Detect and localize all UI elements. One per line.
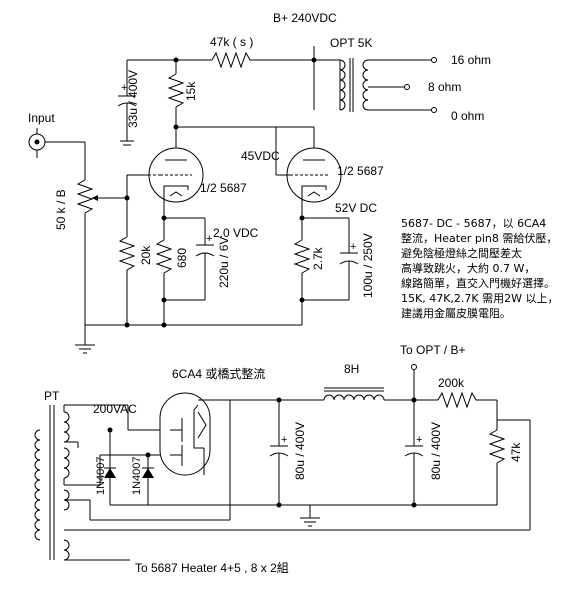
svg-text:+: +: [281, 434, 287, 446]
diode-2-label: 1N4007: [131, 456, 143, 495]
cathode-network-1: +: [155, 215, 215, 325]
input-label: Input: [28, 111, 55, 125]
tube-2-label: 1/2 5687: [337, 164, 384, 178]
supply-voltage-label: B+ 240VDC: [273, 11, 337, 25]
note-line: 15K, 47K,2.7K 需用2W 以上，: [401, 292, 559, 305]
tube-2: [275, 127, 342, 218]
rectifier-tube-6ca4: [64, 392, 231, 521]
note-line: 線路簡單，直交入門機好選擇。: [401, 277, 555, 290]
note-line: 高導致跳火，大約 0.7 W，: [401, 262, 536, 275]
capacitor-100u-label: 100u / 250V: [361, 233, 375, 298]
output-8ohm-label: 8 ohm: [428, 80, 461, 94]
resistor-15k: [167, 60, 315, 160]
ground-rail: [75, 320, 302, 354]
output-transformer: [339, 57, 437, 113]
power-supply-rail: [230, 364, 506, 505]
capacitor-80u-1-label: 80u / 400V: [293, 422, 307, 480]
filter-capacitor-1: +: [269, 400, 289, 505]
capacitor-220u-label: 220u / 6V: [217, 237, 231, 288]
resistor-47k-bleeder-label: 47k: [509, 442, 523, 462]
diode-1-label: 1N4007: [95, 456, 107, 495]
pt-label: PT: [44, 389, 60, 403]
svg-text:+: +: [350, 241, 356, 253]
output-0ohm-label: 0 ohm: [451, 109, 484, 123]
note-line: 建議用金屬皮膜電阻。: [401, 307, 511, 320]
cathode-network-2: +: [293, 215, 359, 325]
potentiometer-50k: [76, 142, 127, 320]
capacitor-33u: +: [117, 60, 137, 146]
psu-ground: [276, 502, 497, 527]
resistor-680-label: 680: [175, 248, 189, 268]
note-line: 避免陰極燈絲之間壓差太: [401, 247, 522, 260]
voltage-45v-label: 45VDC: [241, 149, 280, 163]
svg-text:+: +: [206, 233, 212, 245]
tube-1-label: 1/2 5687: [200, 181, 247, 195]
to-opt-label: To OPT / B+: [400, 343, 465, 357]
output-16ohm-label: 16 ohm: [451, 53, 491, 67]
filter-capacitor-2: +: [404, 400, 424, 505]
heater-label: To 5687 Heater 4+5 , 8 x 2組: [135, 561, 289, 575]
resistor-2.7k-label: 2.7k: [311, 246, 325, 270]
capacitor-80u-2-label: 80u / 400V: [429, 422, 443, 480]
input-jack: [28, 128, 85, 158]
supply-rail: [127, 46, 341, 110]
voltage-200vac-label: 200VAC: [93, 402, 137, 416]
svg-text:+: +: [416, 434, 422, 446]
resistor-200k-label: 200k: [438, 376, 465, 390]
resistor-47k-series-label: 47k ( s ): [210, 35, 253, 49]
svg-text:+: +: [121, 82, 127, 94]
resistor-47k-series: [211, 51, 252, 69]
voltage-2v-label: 2.0 VDC: [213, 226, 259, 240]
note-line: 整流，Heater pin8 需給伏壓，: [401, 232, 558, 245]
resistor-20k-label: 20k: [139, 245, 153, 265]
hv-secondary-wiring: [63, 404, 279, 506]
rectifier-label: 6CA4 或橋式整流: [172, 366, 265, 381]
capacitor-33u-label: 33u / 400V: [126, 70, 140, 128]
grid-resistor-20k: [118, 174, 148, 328]
heater-wiring: [64, 419, 531, 561]
opt-label: OPT 5K: [330, 36, 372, 50]
choke-label: 8H: [344, 362, 359, 376]
resistor-15k-label: 15k: [184, 81, 198, 101]
voltage-52v-label: 52V DC: [335, 201, 377, 215]
tube-1: [148, 147, 204, 218]
design-note: 5687- DC - 5687，以 6CA4 整流，Heater pin8 需給…: [401, 216, 583, 321]
note-line: 5687- DC - 5687，以 6CA4: [401, 217, 547, 230]
potentiometer-label: 50 k / B: [54, 189, 68, 230]
